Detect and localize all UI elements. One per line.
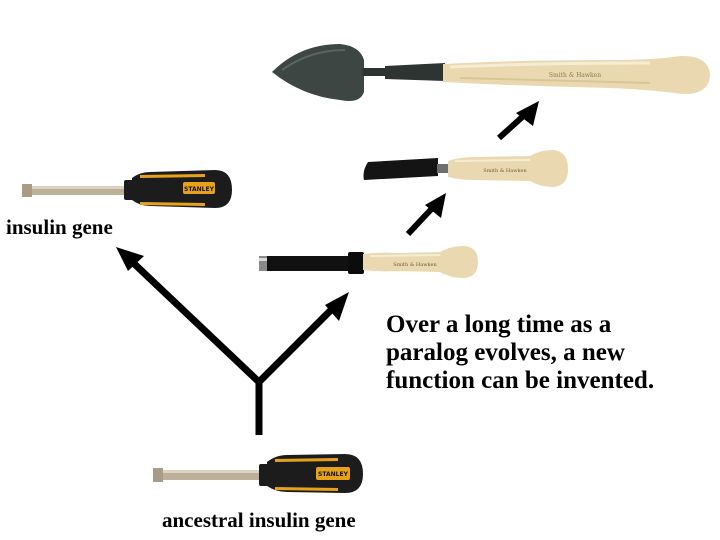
branch-arrows <box>116 247 349 435</box>
brand-text: STANLEY <box>184 186 215 193</box>
brand-text: Smith & Hawken <box>549 72 601 79</box>
arrow-icon <box>496 101 539 141</box>
insulin-gene-label: insulin gene <box>6 215 113 239</box>
caption-line: function can be invented. <box>386 367 655 394</box>
screwdriver-icon: STANLEY <box>153 454 363 493</box>
dibber-tool-icon: Smith & Hawken <box>363 150 568 187</box>
arrowhead-right <box>325 292 349 321</box>
arrow-to-paralog <box>256 298 343 385</box>
trowel-icon: Smith & Hawken <box>272 44 710 101</box>
caption-line: paralog evolves, a new <box>386 339 625 366</box>
arrowhead-left <box>116 247 144 271</box>
chisel-tool-icon: Smith & Hawken <box>259 246 478 278</box>
arrow-icon <box>405 193 446 237</box>
paralog-caption: Over a long time as a paralog evolves, a… <box>386 311 654 395</box>
arrow-to-insulin-gene <box>123 253 262 385</box>
brand-text: Smith & Hawken <box>483 168 527 174</box>
caption-line: Over a long time as a <box>386 311 612 338</box>
ancestral-gene-label: ancestral insulin gene <box>162 508 356 532</box>
brand-text: STANLEY <box>318 471 349 478</box>
brand-text: Smith & Hawken <box>393 262 437 268</box>
screwdriver-icon: STANLEY <box>22 170 232 208</box>
